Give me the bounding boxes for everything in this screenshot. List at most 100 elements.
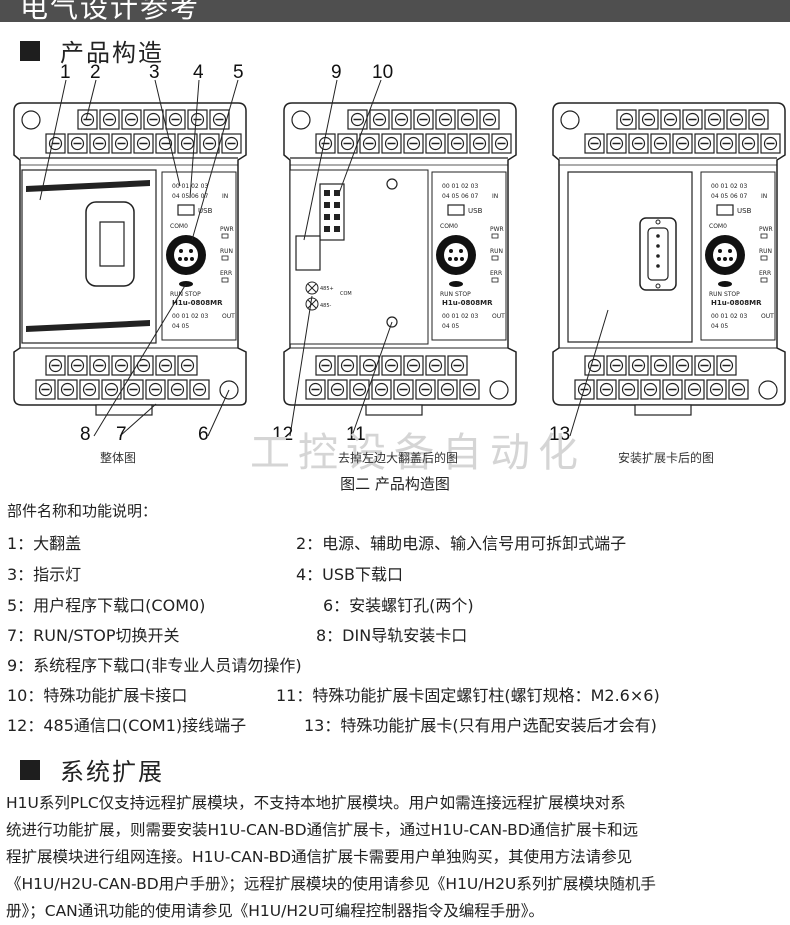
bottom-terminal-block [559, 347, 777, 400]
figure-title: 图二 产品构造图 [340, 475, 450, 493]
paragraph-line: H1U系列PLC仅支持远程扩展模块，不支持本地扩展模块。用户如需连接远程扩展模块… [6, 794, 626, 812]
part-item-13: 13：特殊功能扩展卡(只有用户选配安装后才会有) [304, 716, 657, 735]
usb-label: USB [737, 207, 752, 215]
model-label: H1u-0808MR [172, 299, 223, 307]
bottom-terminal-block [290, 347, 508, 400]
callout-11: 11 [346, 424, 366, 445]
model-label: H1u-0808MR [711, 299, 762, 307]
in-tag-label: IN [492, 193, 498, 200]
header-title: 电气设计参考 [20, 0, 201, 24]
part-item-5: 5：用户程序下载口(COM0) [7, 596, 206, 615]
device-cover-removed-view [283, 102, 517, 416]
callout-8: 8 [80, 424, 91, 445]
part-item-2: 2：电源、辅助电源、输入信号用可拆卸式端子 [296, 534, 627, 553]
section-title-text: 系统扩展 [60, 758, 164, 786]
out-row1-label: 00 01 02 03 [172, 313, 208, 320]
in-tag-label: IN [761, 193, 767, 200]
paragraph-line: 册》；CAN通讯功能的使用请参见《H1U/H2U可编程控制器指令及编程手册》。 [6, 902, 544, 920]
device-panel-labels: 00 01 02 03 04 05 06 07 IN USB COM0 PWR … [170, 183, 774, 330]
runstop-label: RUN STOP [440, 291, 471, 298]
system-download-port [295, 235, 321, 271]
err-label: ERR [759, 270, 771, 277]
run-label: RUN [220, 248, 233, 255]
indicator-panel [700, 171, 776, 341]
out-tag-label: OUT [492, 313, 505, 320]
system-expansion-paragraph: H1U系列PLC仅支持远程扩展模块，不支持本地扩展模块。用户如需连接远程扩展模块… [6, 790, 790, 925]
com0-label: COM0 [709, 223, 727, 230]
section-title-system-expansion: 系统扩展 [20, 752, 164, 787]
in-tag-label: IN [222, 193, 228, 200]
top-header-bar: 电气设计参考 [0, 0, 790, 24]
callout-12: 12 [272, 424, 294, 445]
pwr-label: PWR [759, 226, 773, 233]
port-485-plus-label: 485+ [320, 286, 334, 292]
indicator-panel [161, 171, 237, 341]
out-row2-label: 04 05 [172, 323, 189, 330]
port-485-minus-label: 485- [320, 303, 332, 309]
caption-card-installed: 安装扩展卡后的图 [618, 451, 715, 465]
product-structure-diagram: 00 01 02 03 04 05 06 07 IN USB COM0 PWR … [13, 79, 786, 437]
callout-3: 3 [149, 62, 160, 83]
part-item-3: 3：指示灯 [7, 565, 82, 584]
device-whole-view [13, 102, 247, 416]
big-cover [21, 169, 157, 344]
part-item-10: 10：特殊功能扩展卡接口 [7, 686, 188, 705]
err-label: ERR [490, 270, 502, 277]
part-item-6: 6：安装螺钉孔(两个) [323, 596, 474, 615]
callout-5: 5 [233, 62, 244, 83]
in-row1-label: 00 01 02 03 [172, 183, 208, 190]
run-label: RUN [759, 248, 772, 255]
device-card-installed-view [552, 102, 786, 416]
runstop-label: RUN STOP [170, 291, 201, 298]
runstop-label: RUN STOP [709, 291, 740, 298]
part-item-12: 12：485通信口(COM1)接线端子 [7, 716, 247, 735]
out-row1-label: 00 01 02 03 [711, 313, 747, 320]
section-title-text: 产品构造 [60, 39, 164, 67]
usb-label: USB [198, 207, 213, 215]
callout-1: 1 [60, 62, 71, 83]
indicator-panel [431, 171, 507, 341]
in-row1-label: 00 01 02 03 [442, 183, 478, 190]
callout-4: 4 [193, 62, 204, 83]
callout-9: 9 [331, 62, 342, 83]
model-label: H1u-0808MR [442, 299, 493, 307]
section-bullet-icon [20, 759, 40, 780]
in-row2-label: 04 05 06 07 [172, 193, 208, 200]
run-label: RUN [490, 248, 503, 255]
callout-2: 2 [90, 62, 101, 83]
paragraph-line: 统进行功能扩展，则需要安装H1U-CAN-BD通信扩展卡，通过H1U-CAN-B… [6, 821, 639, 839]
in-row2-label: 04 05 06 07 [442, 193, 478, 200]
port-com-label: COM [340, 291, 352, 297]
out-tag-label: OUT [222, 313, 235, 320]
part-item-11: 11：特殊功能扩展卡固定螺钉柱(螺钉规格：M2.6×6) [276, 686, 660, 705]
section-title-product-structure: 产品构造 [20, 33, 164, 68]
section-bullet-icon [20, 40, 40, 61]
out-row2-label: 04 05 [442, 323, 459, 330]
special-expansion-card [567, 171, 693, 343]
watermark-text: 工控设备自动化 [250, 430, 586, 476]
caption-whole-view: 整体图 [100, 451, 137, 465]
out-tag-label: OUT [761, 313, 774, 320]
usb-label: USB [468, 207, 483, 215]
callout-leader-lines [39, 79, 609, 437]
paragraph-line: 程扩展模块进行组网连接。H1U-CAN-BD通信扩展卡需要用户单独购买，其使用方… [6, 848, 633, 866]
part-item-4: 4：USB下载口 [296, 565, 404, 584]
err-label: ERR [220, 270, 232, 277]
callout-13: 13 [549, 424, 571, 445]
pwr-label: PWR [490, 226, 504, 233]
in-row2-label: 04 05 06 07 [711, 193, 747, 200]
callout-7: 7 [116, 424, 127, 445]
caption-cover-removed: 去掉左边大翻盖后的图 [338, 451, 459, 465]
com0-label: COM0 [440, 223, 458, 230]
parts-header: 部件名称和功能说明： [7, 502, 158, 520]
out-row2-label: 04 05 [711, 323, 728, 330]
part-item-8: 8：DIN导轨安装卡口 [316, 626, 468, 645]
paragraph-line: 《H1U/H2U-CAN-BD用户手册》；远程扩展模块的使用请参见《H1U/H2… [6, 875, 656, 893]
part-item-1: 1：大翻盖 [7, 534, 82, 553]
pwr-label: PWR [220, 226, 234, 233]
callout-10: 10 [372, 62, 394, 83]
part-item-7: 7：RUN/STOP切换开关 [7, 626, 180, 645]
callout-6: 6 [198, 424, 209, 445]
com0-label: COM0 [170, 223, 188, 230]
in-row1-label: 00 01 02 03 [711, 183, 747, 190]
